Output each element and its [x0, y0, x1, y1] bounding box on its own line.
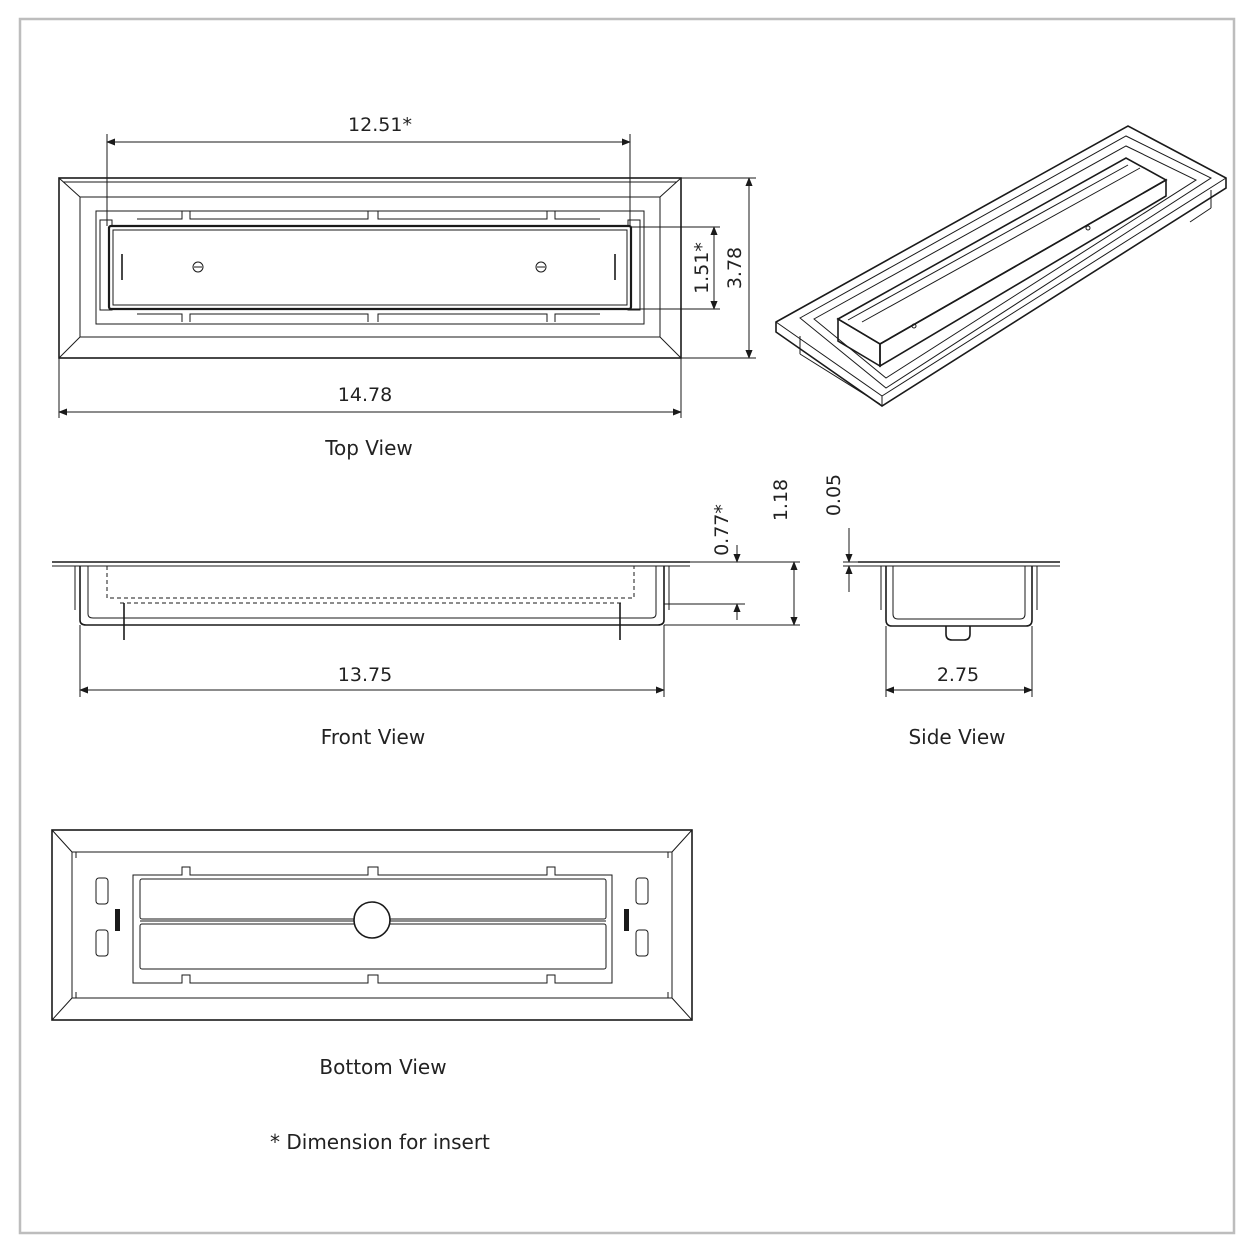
dim-flange-thickness: 0.05 — [823, 474, 845, 516]
top-view-inner-frame — [79, 196, 661, 338]
bottom-view-caption: Bottom View — [319, 1055, 446, 1079]
bottom-view: Bottom View — [51, 829, 693, 1079]
dim-total-height: 1.18 — [770, 479, 792, 521]
side-view-caption: Side View — [908, 725, 1005, 749]
bottom-view-center-hole — [353, 901, 391, 939]
dim-overall-width: 3.78 — [724, 247, 746, 289]
top-view-insert-tray — [107, 224, 633, 311]
dim-body-width: 2.75 — [937, 664, 979, 686]
bottom-view-body — [71, 851, 673, 999]
sheet-border — [18, 17, 1236, 1235]
top-view-screw-left — [192, 261, 204, 273]
side-view: 0.05 2.75 Side View — [823, 474, 1060, 749]
top-view-caption: Top View — [324, 436, 413, 460]
bottom-view-outer-flange — [51, 829, 693, 1021]
top-view: 12.51* 1.51* 3.78 14.78 Top View — [58, 114, 756, 460]
dim-body-length: 13.75 — [338, 664, 392, 686]
dim-insert-width: 1.51* — [691, 242, 713, 294]
isometric-view — [775, 125, 1227, 407]
top-view-screw-right — [535, 261, 547, 273]
dim-insert-length: 12.51* — [348, 114, 412, 136]
front-view-body — [79, 566, 665, 626]
front-view: 0.77* 1.18 13.75 Front View — [52, 479, 800, 749]
footnote: * Dimension for insert — [270, 1130, 490, 1154]
side-view-body — [885, 566, 1033, 627]
dim-insert-height: 0.77* — [711, 504, 733, 556]
front-view-caption: Front View — [321, 725, 425, 749]
top-view-outer-flange — [58, 177, 682, 359]
dim-overall-length: 14.78 — [338, 384, 392, 406]
